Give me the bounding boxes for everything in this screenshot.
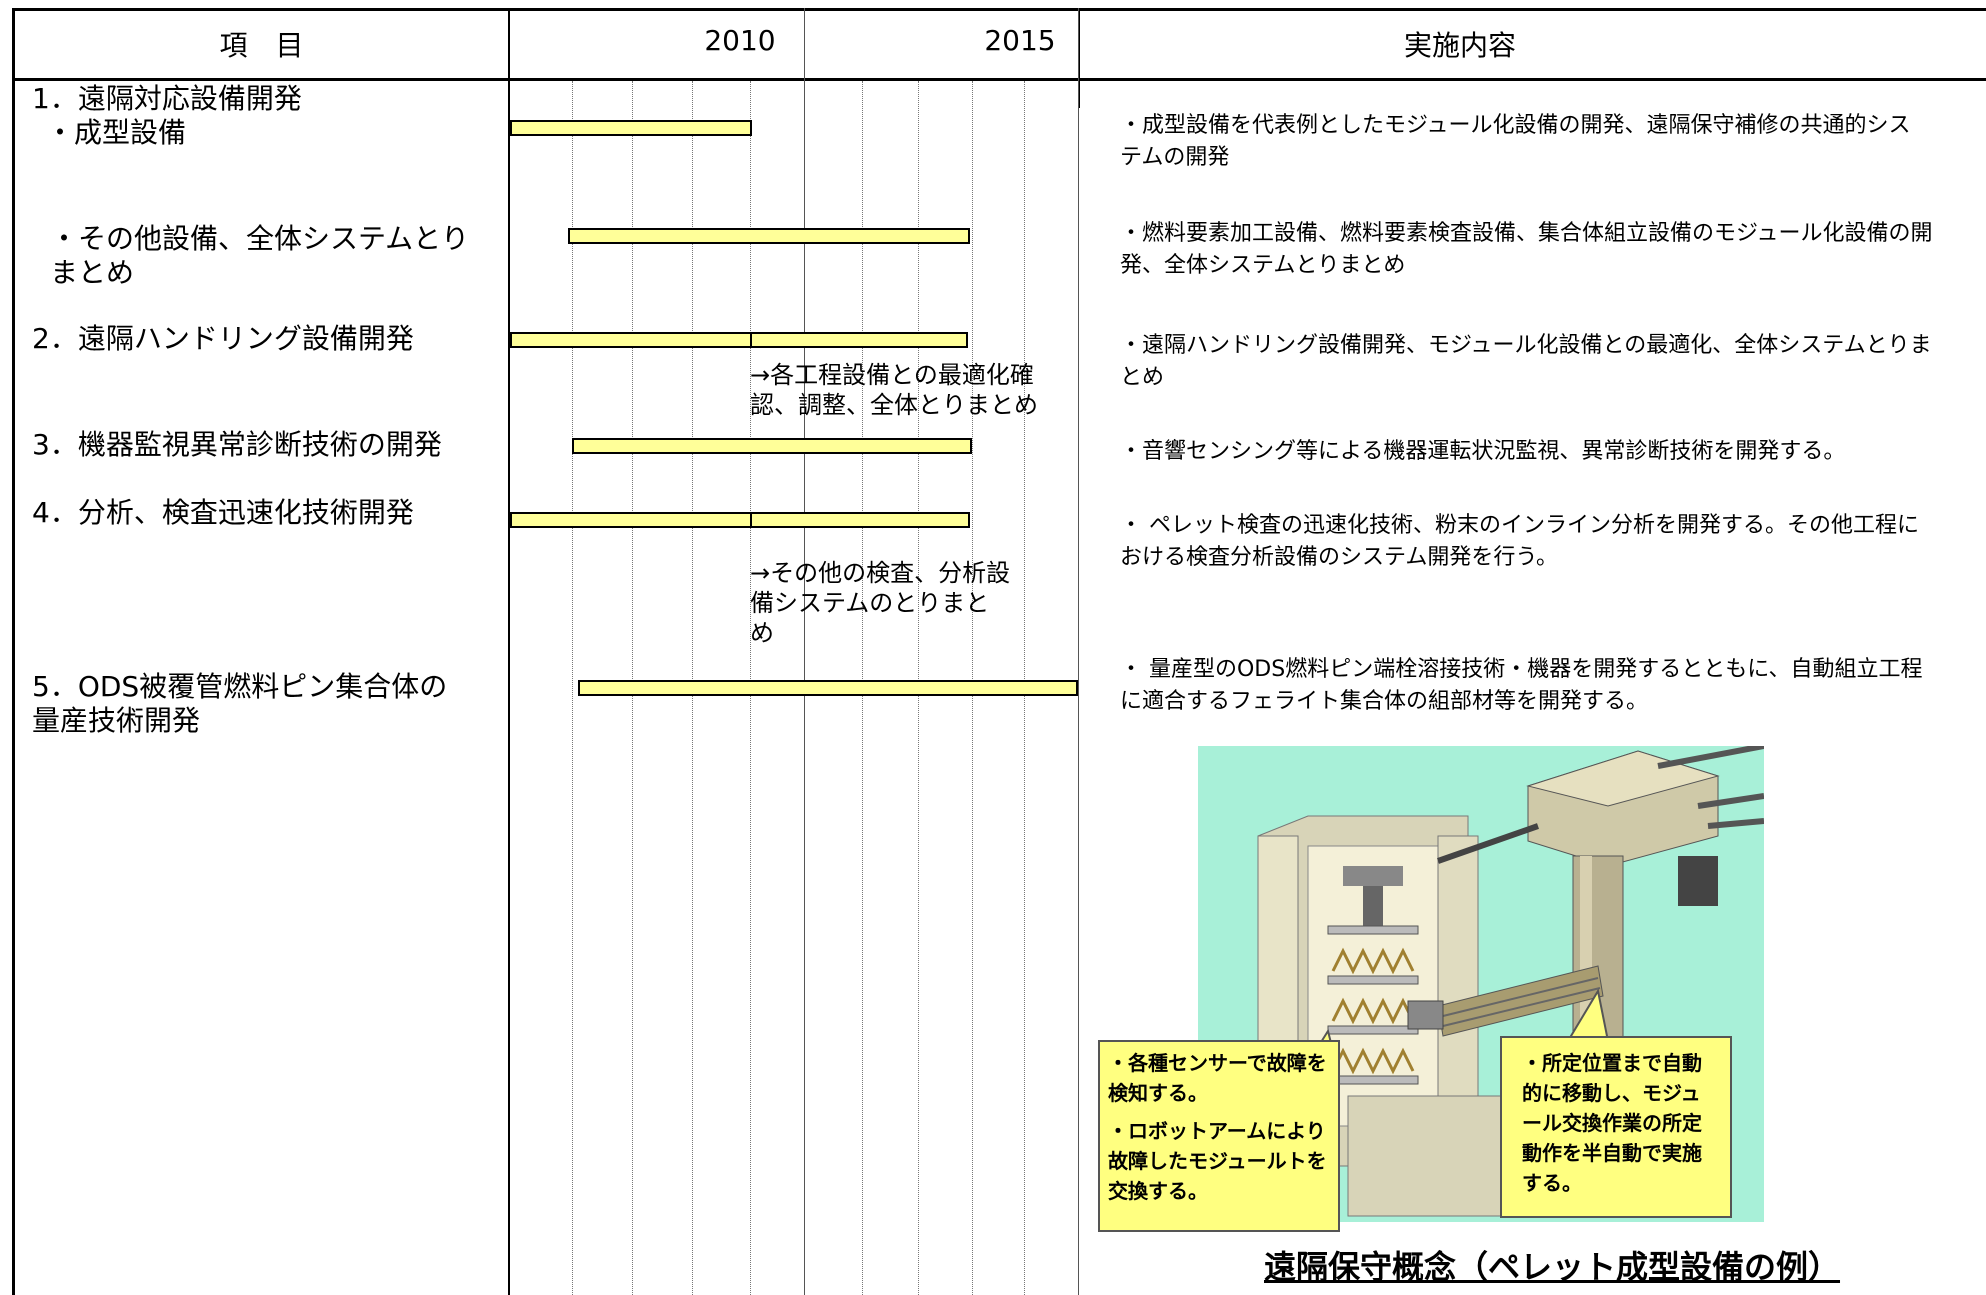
gantt-bar-remote-handling-1 — [510, 332, 752, 348]
item-column-divider — [508, 8, 510, 1295]
illustration-caption: 遠隔保守概念（ペレット成型設備の例） — [1264, 1248, 1841, 1286]
content-text-6: ・ 量産型のODS燃料ピン端栓溶接技術・機器を開発するとともに、自動組立工程に適… — [1120, 657, 1923, 714]
content-text-3: ・遠隔ハンドリング設備開発、モジュール化設備との最適化、全体システムとりまとめ — [1120, 333, 1932, 390]
content-column-divider — [1078, 8, 1080, 108]
grid-line-2010 — [804, 8, 805, 1295]
item-label-3: 3．機器監視異常診断技術の開発 — [32, 428, 442, 461]
callout-left-text-1: ・各種センサーで故障を検知する。 — [1108, 1051, 1327, 1105]
gantt-bar-remote-handling-2 — [750, 332, 968, 348]
gantt-bar-monitoring — [572, 438, 972, 454]
item-label-5: 5．ODS被覆管燃料ピン集合体の 量産技術開発 — [32, 670, 448, 737]
header-content-column: 実施内容 — [1403, 29, 1516, 62]
table-left-border — [12, 8, 15, 1295]
content-text-1: ・成型設備を代表例としたモジュール化設備の開発、遠隔保守補修の共通的システムの開… — [1120, 113, 1911, 170]
gantt-note-analysis: →その他の検査、分析設備システムのとりまとめ — [750, 559, 1011, 647]
gantt-bar-ods — [578, 680, 1078, 696]
header-year-2015: 2015 — [984, 24, 1056, 57]
content-text-4: ・音響センシング等による機器運転状況監視、異常診断技術を開発する。 — [1120, 439, 1846, 464]
content-text-5: ・ ペレット検査の迅速化技術、粉末のインライン分析を開発する。その他工程における… — [1120, 513, 1919, 570]
callout-bubble-right: ・所定位置まで自動的に移動し、モジュール交換作業の所定動作を半自動で実施する。 — [1500, 1036, 1732, 1218]
gantt-bar-other-equipment — [568, 228, 970, 244]
item-label-1a: ・成型設備 — [46, 116, 187, 149]
gantt-bar-analysis-2 — [750, 512, 970, 528]
gantt-bar-analysis-1 — [510, 512, 752, 528]
gantt-note-remote-handling: →各工程設備との最適化確認、調整、全体とりまとめ — [750, 361, 1038, 419]
callout-bubble-left: ・各種センサーで故障を検知する。 ・ロボットアームにより故障したモジュールトを交… — [1098, 1040, 1340, 1232]
item-label-4: 4．分析、検査迅速化技術開発 — [32, 496, 414, 529]
callout-right-text: ・所定位置まで自動的に移動し、モジュール交換作業の所定動作を半自動で実施する。 — [1522, 1051, 1702, 1195]
item-label-1b: ・その他設備、全体システムとり まとめ — [50, 222, 470, 289]
callout-left-text-2: ・ロボットアームにより故障したモジュールトを交換する。 — [1108, 1119, 1327, 1203]
grid-line-2015 — [1078, 8, 1079, 1295]
header-bottom-border — [12, 78, 1986, 81]
content-text-2: ・燃料要素加工設備、燃料要素検査設備、集合体組立設備のモジュール化設備の開発、全… — [1120, 221, 1933, 278]
item-label-1: 1．遠隔対応設備開発 — [32, 82, 302, 115]
table-top-border — [12, 8, 1986, 11]
gantt-bar-molding — [510, 120, 752, 136]
grid-line — [572, 81, 573, 1295]
header-year-2010: 2010 — [704, 24, 776, 57]
item-label-2: 2．遠隔ハンドリング設備開発 — [32, 322, 414, 355]
header-item-column: 項 目 — [219, 29, 304, 62]
